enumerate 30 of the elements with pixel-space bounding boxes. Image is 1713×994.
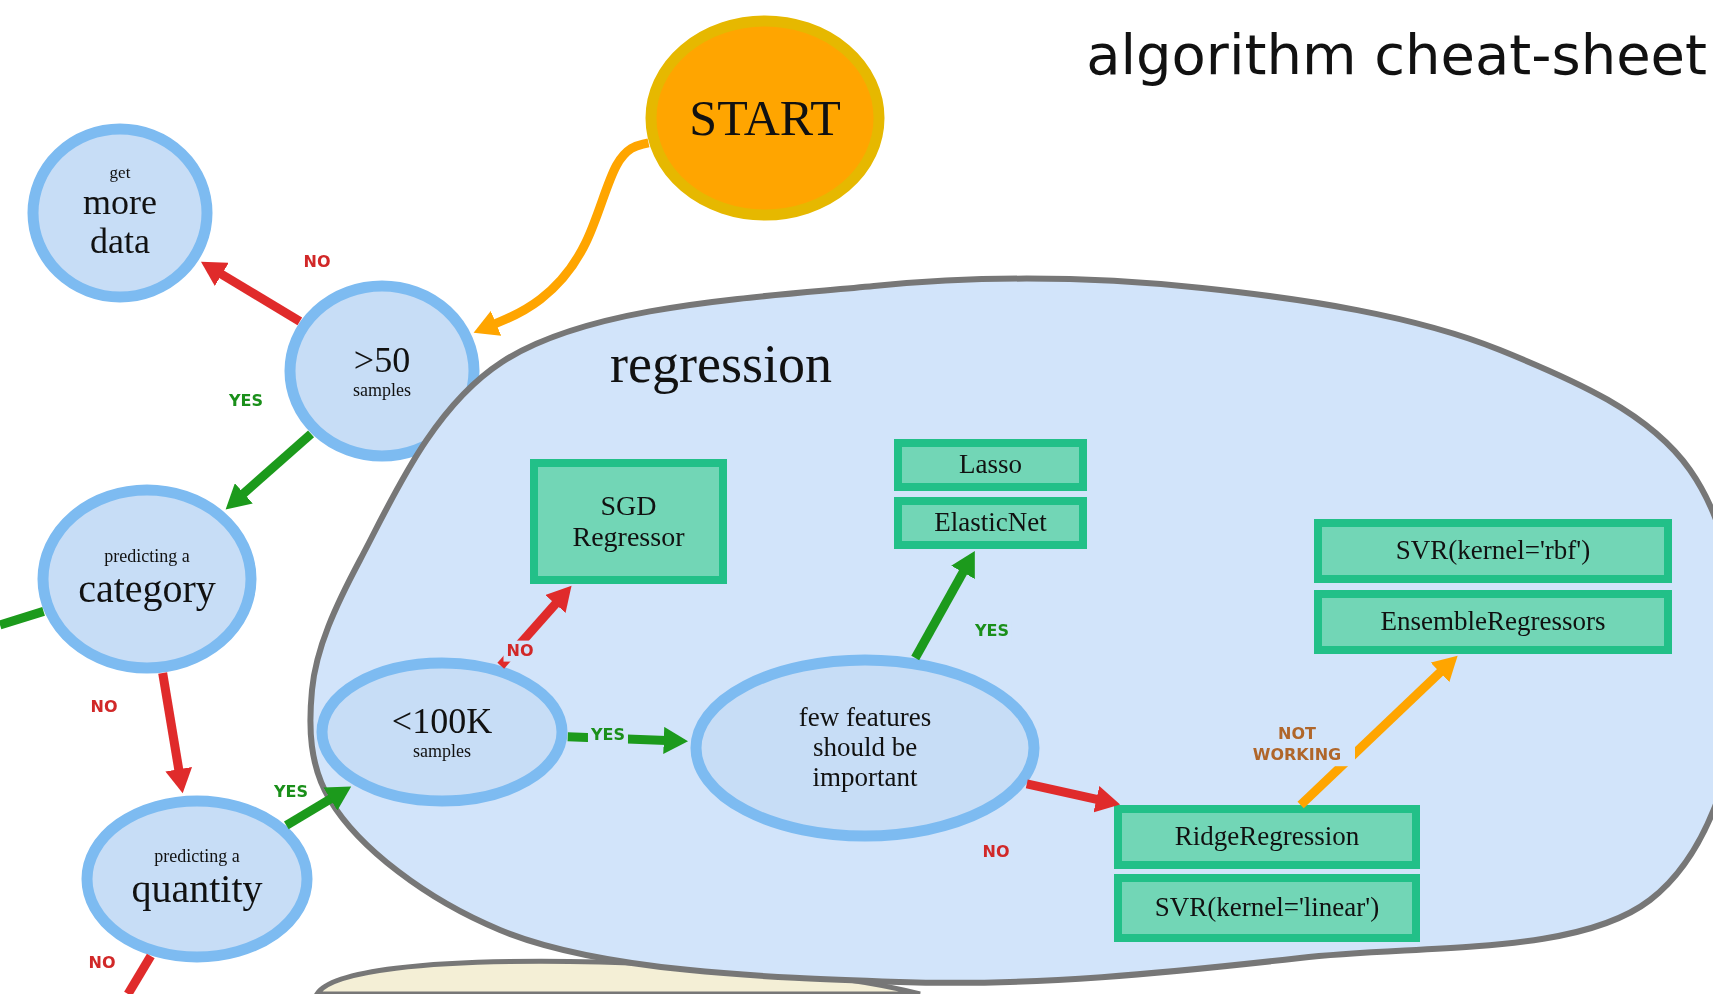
node-label: RidgeRegression	[1174, 822, 1360, 852]
node-label: <100K	[391, 702, 493, 742]
title: algorithm cheat-sheet	[1086, 22, 1707, 87]
arrow	[225, 430, 315, 510]
region-heading: regression	[610, 335, 832, 395]
arrow	[158, 672, 193, 794]
arrow	[1297, 655, 1458, 809]
node-label: SGD Regressor	[571, 490, 686, 553]
node-label: ElasticNet	[934, 508, 1047, 538]
node-label: samples	[353, 380, 411, 401]
node-label: predicting a	[154, 847, 240, 867]
node-label: SVR(kernel='rbf')	[1395, 536, 1591, 566]
node-label: quantity	[131, 866, 263, 911]
node-label: category	[78, 566, 216, 611]
connector-line	[0, 607, 45, 630]
arrow	[1025, 779, 1121, 813]
connector-line	[124, 953, 155, 994]
node-label: Lasso	[959, 450, 1022, 480]
node-label: samples	[413, 741, 471, 762]
arrow	[911, 551, 975, 661]
node-label: few features should be important	[797, 703, 933, 793]
arrow	[284, 786, 352, 830]
node-label: SVR(kernel='linear')	[1154, 893, 1380, 923]
node-label: >50	[353, 341, 411, 381]
arrow	[201, 261, 303, 326]
node-label: START	[689, 90, 841, 146]
node-label: get	[109, 164, 131, 183]
node-label: more data	[82, 182, 158, 262]
node-label: EnsembleRegressors	[1380, 607, 1606, 637]
node-label: predicting a	[104, 547, 190, 567]
